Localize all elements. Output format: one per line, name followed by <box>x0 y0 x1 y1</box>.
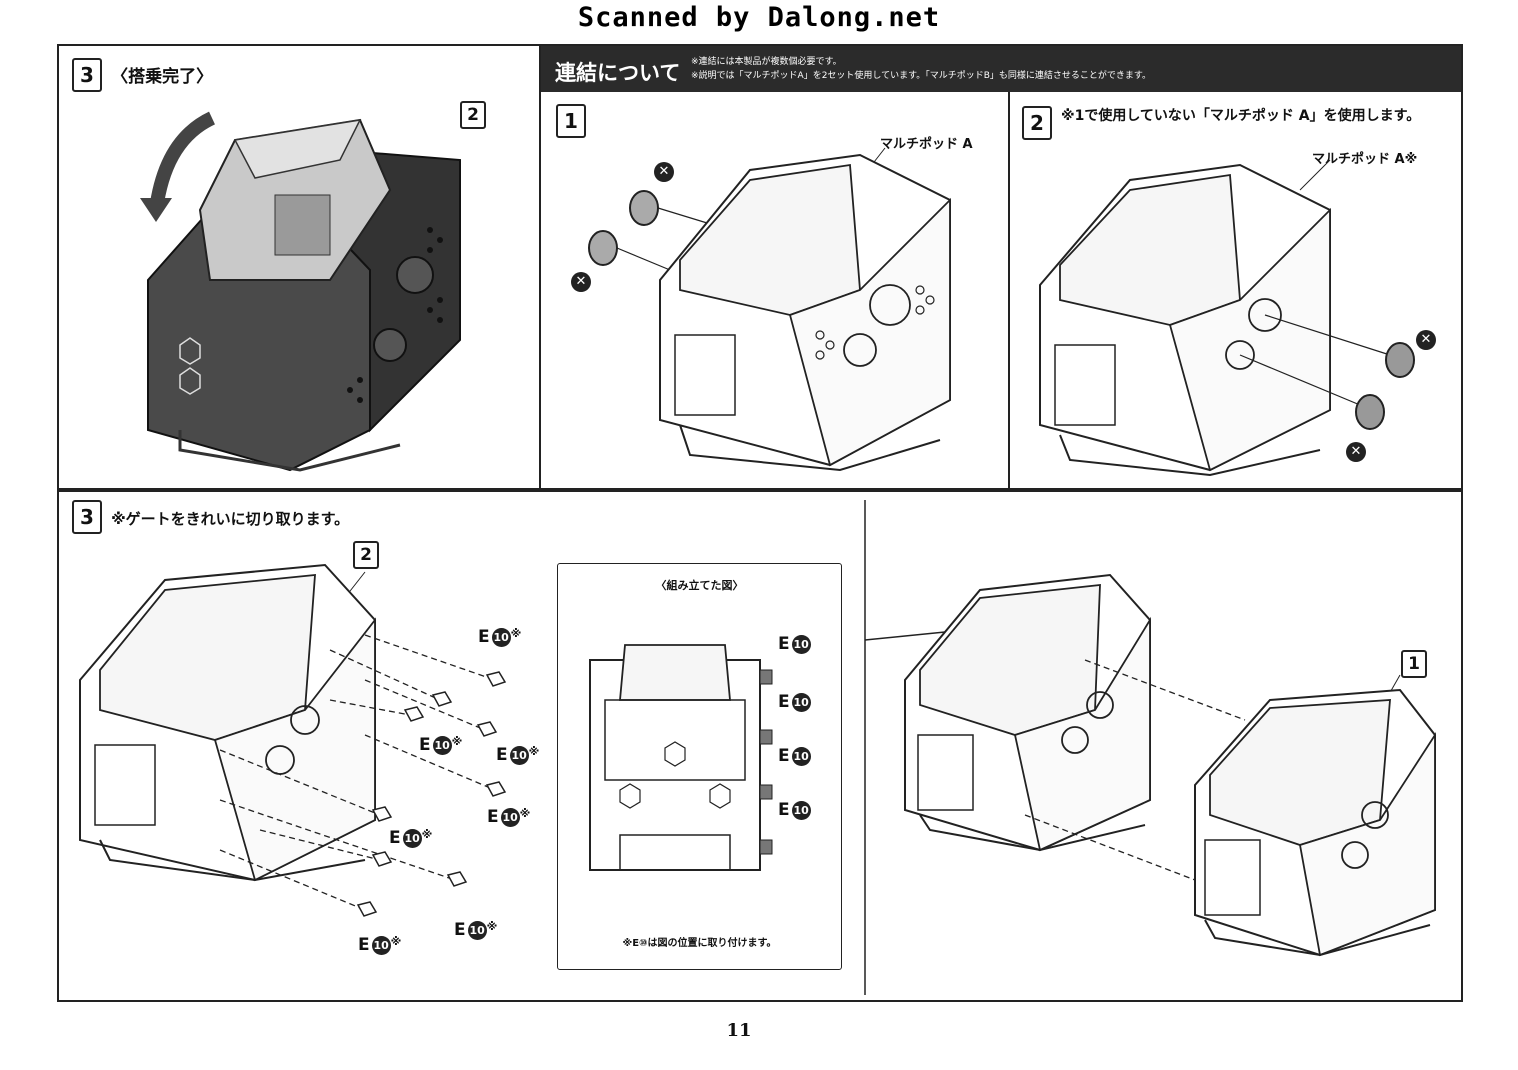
section-divider <box>864 500 946 995</box>
part-callout-2: 2 <box>460 101 486 129</box>
panel2-number: 2 <box>1022 106 1052 140</box>
watermark: Scanned by Dalong.net <box>577 2 941 33</box>
part-callout-2: 2 <box>353 541 379 569</box>
step-number: 3 <box>72 58 102 92</box>
panel2-instruction: ※1で使用していない「マルチポッド A」を使用します。 <box>1061 108 1421 124</box>
bottom-section-frame <box>57 490 1463 1002</box>
connection-note-2: ※説明では「マルチポッドA」を2セット使用しています。「マルチポッドB」も同様に… <box>691 71 1152 81</box>
step3-gate-header: 3 ※ゲートをきれいに切り取ります。 <box>72 500 349 534</box>
panel2-label: マルチポッド A※ <box>1312 152 1418 167</box>
connection-right-illustration <box>904 573 1436 957</box>
step-title: 〈搭乗完了〉 <box>111 67 214 87</box>
remove-x-icon: ✕ <box>571 272 591 292</box>
rotate-arrow-icon <box>149 111 216 211</box>
remove-x-icon: ✕ <box>654 162 674 182</box>
remove-x-icon: ✕ <box>1416 330 1436 350</box>
step-title: ※ゲートをきれいに切り取ります。 <box>111 510 350 528</box>
divider-vertical-2 <box>1008 92 1010 490</box>
top-section-frame <box>57 44 1463 490</box>
panel2-pod-illustration <box>1039 159 1415 477</box>
pod-boarded-illustration <box>140 111 461 472</box>
panel1-number: 1 <box>556 104 586 138</box>
page-number: 11 <box>726 1020 752 1041</box>
step-number: 3 <box>72 500 102 534</box>
assembly-left-illustration <box>79 563 507 917</box>
connection-header-bar: 連結について ※連結には本製品が複数個必要です。 ※説明では「マルチポッドA」を… <box>541 46 1461 92</box>
remove-x-icon: ✕ <box>1346 442 1366 462</box>
part-callout-1: 1 <box>1401 650 1427 678</box>
inset-title: 〈組み立てた図〉 <box>655 579 744 592</box>
connection-note-1: ※連結には本製品が複数個必要です。 <box>691 57 842 67</box>
step3-boarding-header: 3 〈搭乗完了〉 <box>72 58 213 92</box>
assembled-view-inset <box>557 563 842 970</box>
panel1-label: マルチポッド A <box>880 137 973 152</box>
inset-note: ※E⑩は図の位置に取り付けます。 <box>622 938 777 949</box>
assembled-front-illustration <box>589 644 773 871</box>
panel1-pod-illustration <box>588 147 951 472</box>
connection-title: 連結について <box>555 61 681 85</box>
divider-vertical-1 <box>539 44 541 490</box>
